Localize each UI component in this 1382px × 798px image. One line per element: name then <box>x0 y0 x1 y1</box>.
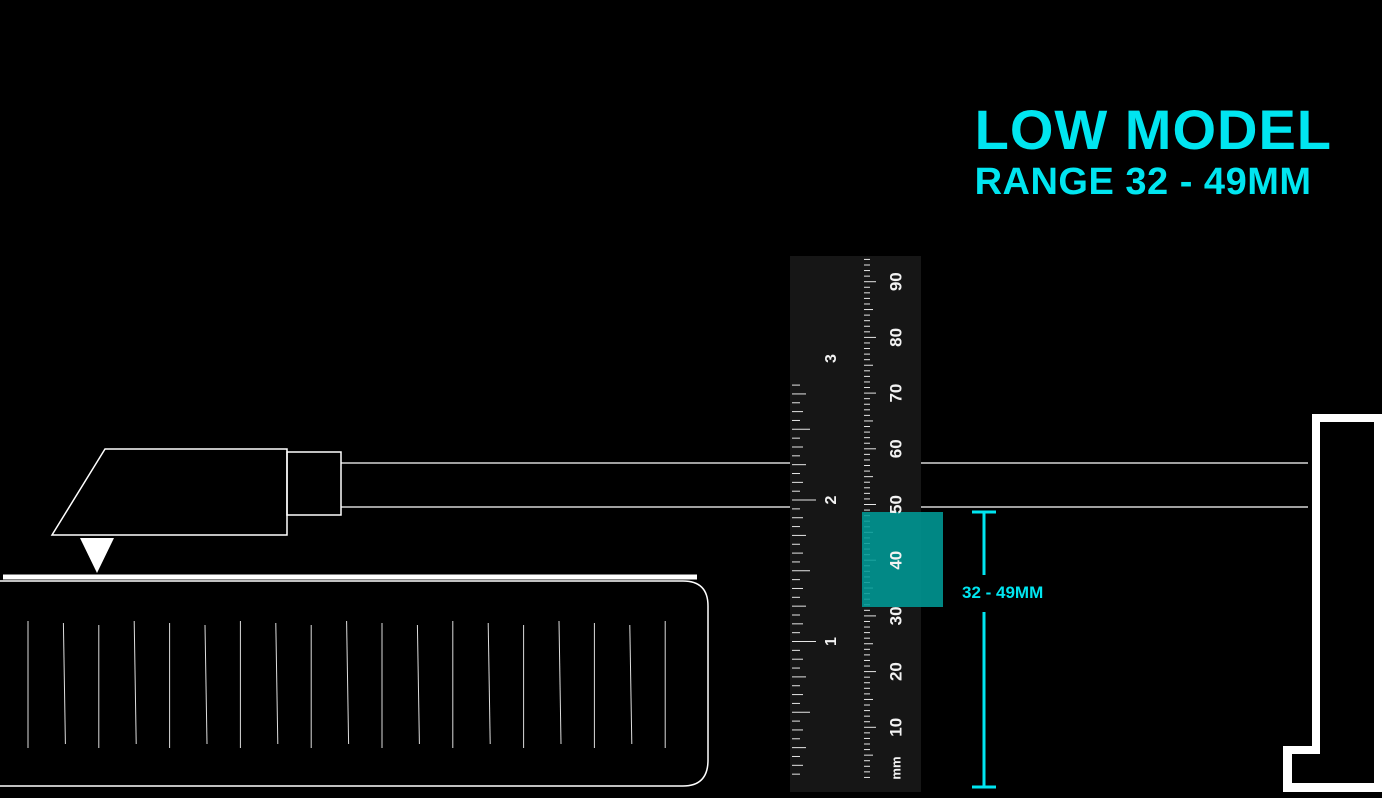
range-bracket <box>972 510 996 789</box>
page-title: LOW MODEL <box>974 98 1332 161</box>
platter-grip-line <box>346 620 350 745</box>
stylus-icon <box>80 538 114 573</box>
platter-grip-line <box>133 620 137 745</box>
ruler-unit-label: mm <box>888 756 903 779</box>
ruler-mm-label: 80 <box>886 328 905 347</box>
range-label: 32 - 49MM <box>962 583 1044 602</box>
platter-grip-line <box>487 622 491 745</box>
platter-outline <box>0 580 709 787</box>
platter-grip-line <box>416 624 420 745</box>
headshell-body <box>50 448 288 536</box>
ruler-labels: 10 20 30 40 50 60 70 80 90 1 2 3 mm <box>823 272 905 779</box>
ruler-mm-label: 70 <box>886 384 905 403</box>
platter-grip-line <box>558 620 562 745</box>
platter-grip-line <box>204 624 208 745</box>
ruler-mm-label: 20 <box>886 662 905 681</box>
platter-grip-line <box>275 622 279 745</box>
cartridge <box>50 448 342 573</box>
headline: LOW MODEL RANGE 32 - 49MM <box>975 100 1332 204</box>
platter-grip-line <box>629 624 633 745</box>
page-subtitle: RANGE 32 - 49MM <box>974 161 1312 203</box>
headshell-connector <box>286 451 342 516</box>
range-highlight <box>862 512 943 607</box>
tonearm-pillar <box>1283 414 1382 792</box>
ruler-inch-label: 1 <box>823 637 840 646</box>
platter-grip-lines <box>27 620 666 748</box>
ruler-mm-label: 40 <box>886 551 905 570</box>
ruler-mm-label: 30 <box>886 606 905 625</box>
ruler-inch-label: 2 <box>823 495 840 504</box>
ruler-mm-label: 10 <box>886 718 905 737</box>
ruler-inch-label: 3 <box>823 354 840 363</box>
ruler-mm-label: 50 <box>886 495 905 514</box>
ruler-mm-label: 90 <box>886 272 905 291</box>
turntable-platter <box>0 574 709 787</box>
platter-grip-line <box>62 622 66 745</box>
ruler: 10 20 30 40 50 60 70 80 90 1 2 3 mm <box>790 256 943 792</box>
ruler-mm-label: 60 <box>886 439 905 458</box>
